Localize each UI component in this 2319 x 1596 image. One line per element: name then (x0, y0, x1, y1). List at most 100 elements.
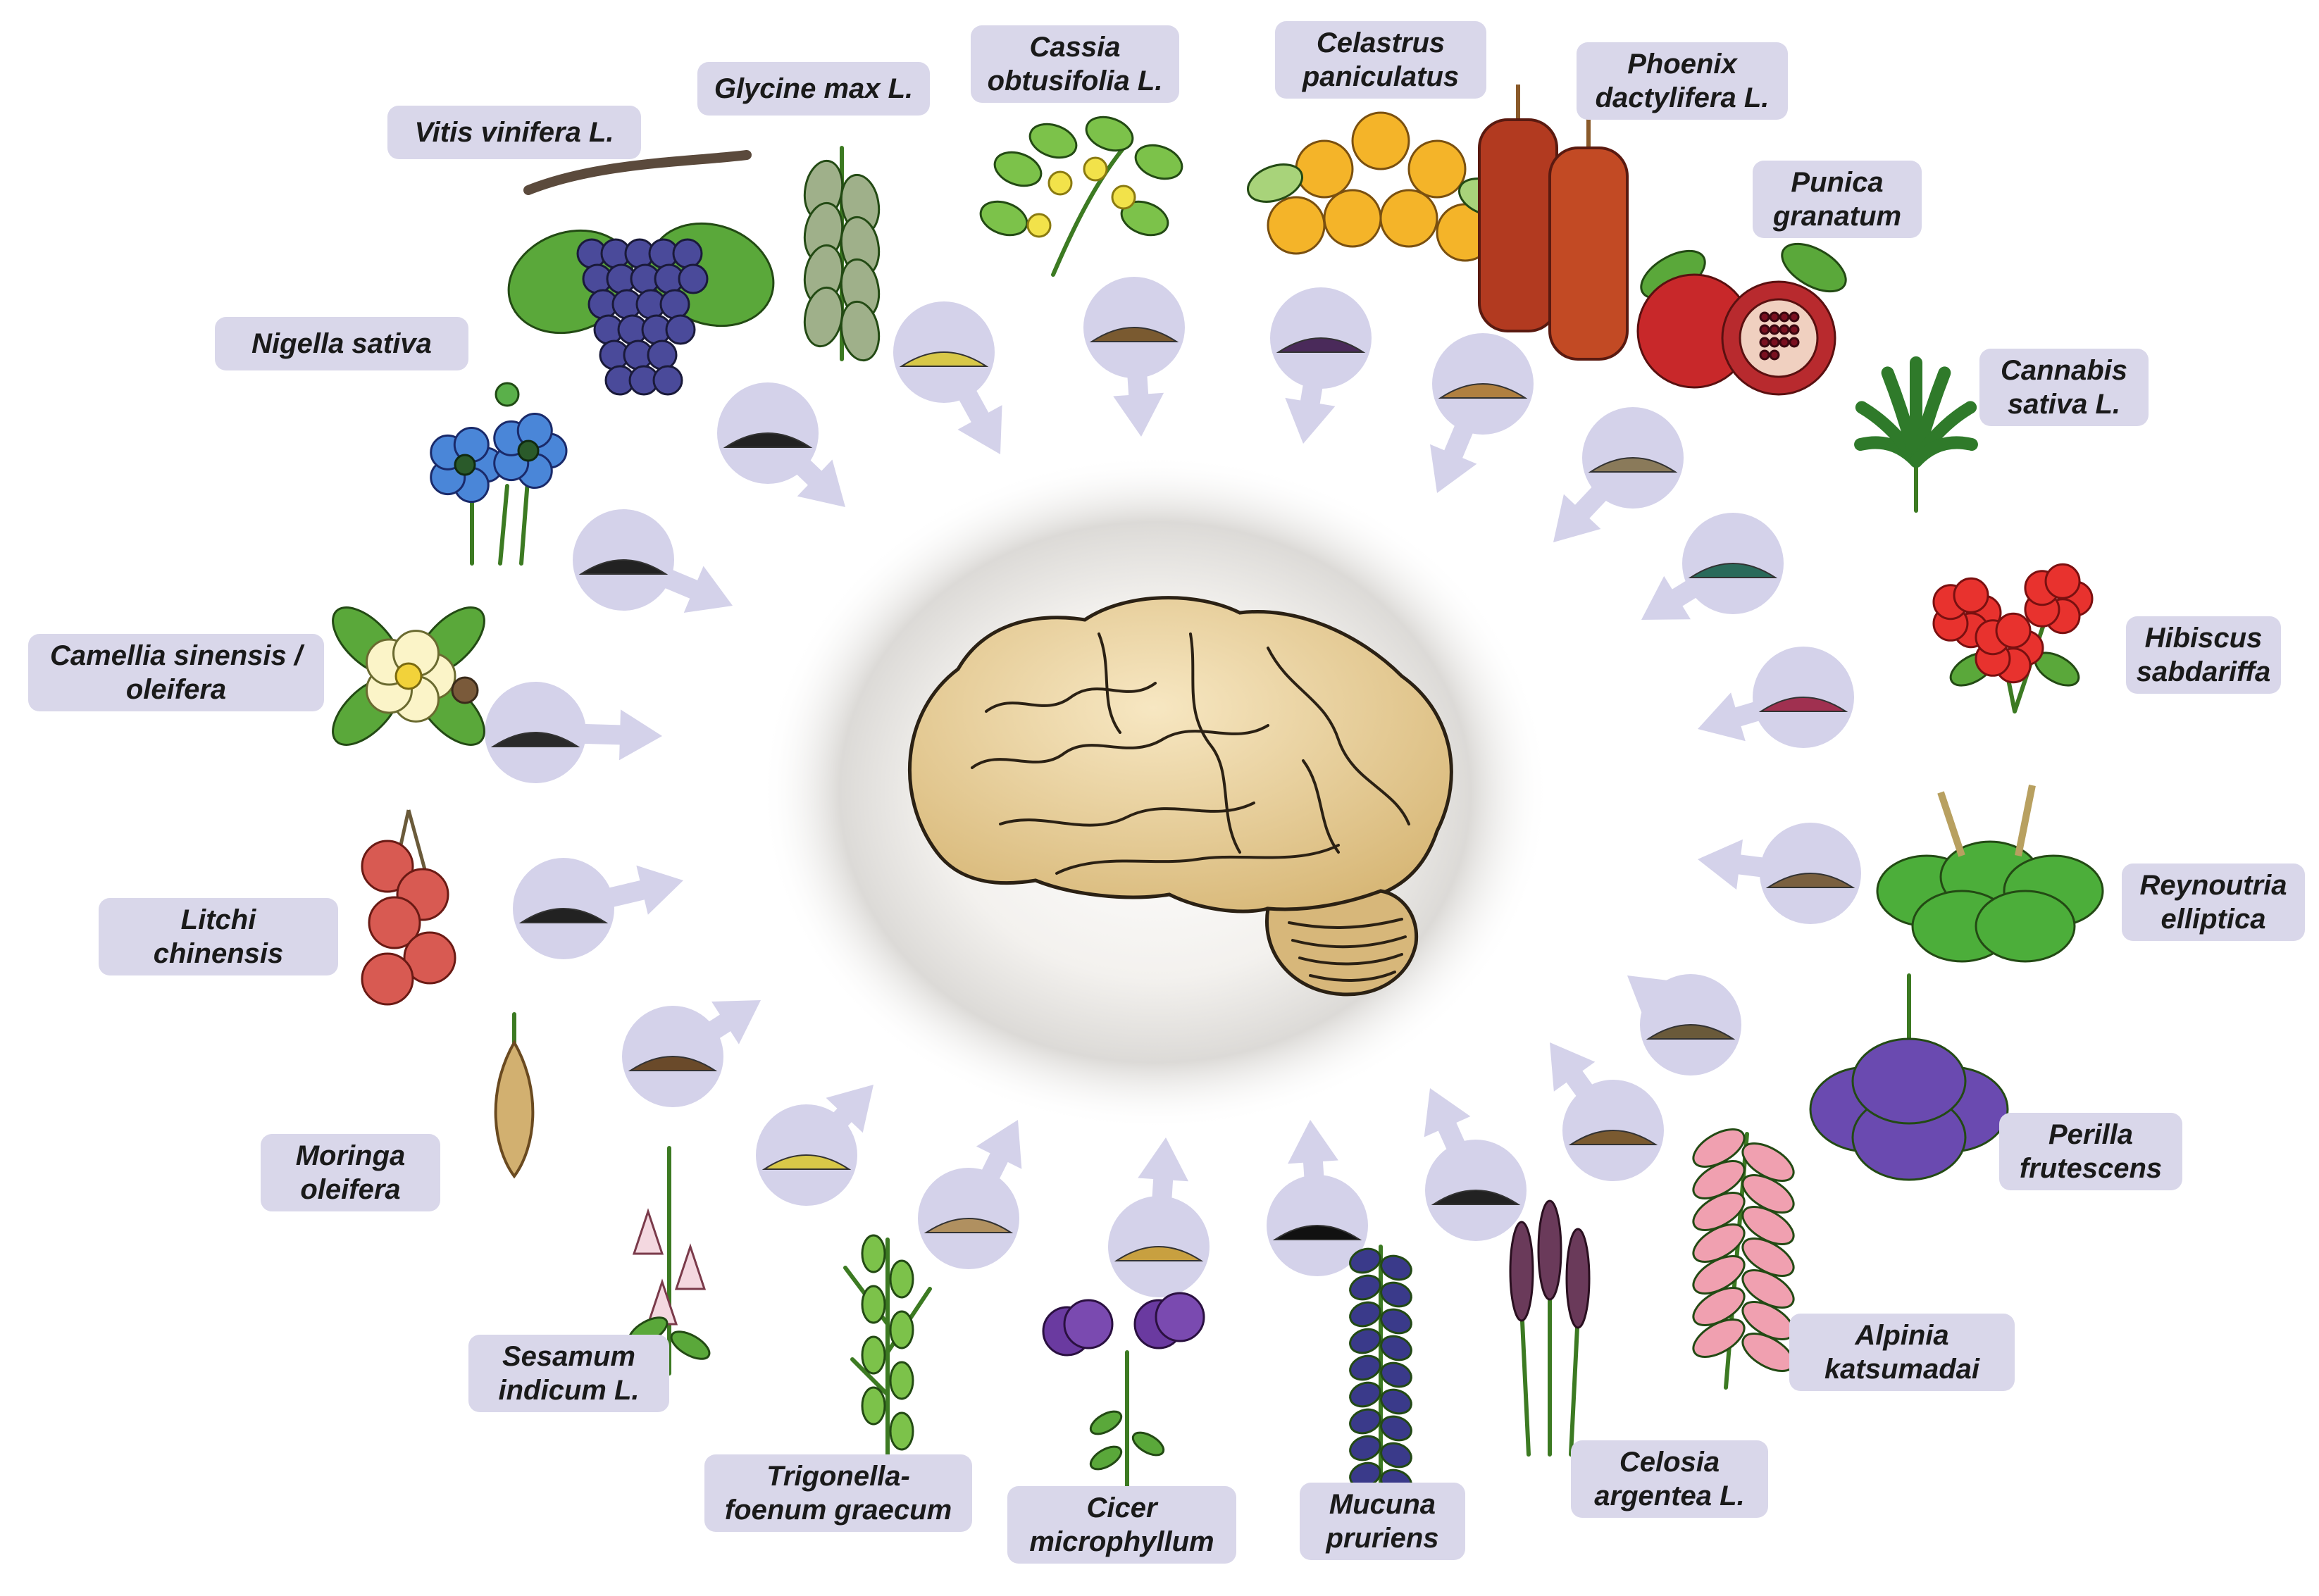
seed-pile-icon-celastrus (1276, 337, 1366, 353)
label-phoenix-line1: Phoenix (1627, 49, 1737, 80)
label-punica-line1: Punica (1791, 167, 1884, 198)
perilla-plant-icon (1809, 973, 2009, 1181)
seed-pile-icon-reynoutria (1765, 873, 1855, 888)
label-camellia-line1: Camellia sinensis / (50, 640, 302, 671)
litchi-fruit-icon (361, 809, 456, 1006)
label-perilla-line1: Perilla (2048, 1119, 2134, 1150)
label-celastrus-line2: paniculatus (1302, 61, 1460, 92)
label-mucuna-line1: Mucuna (1329, 1489, 1436, 1520)
celosia-spike-icon (1509, 1199, 1591, 1457)
label-moringa-line2: oleifera (300, 1174, 401, 1205)
mucuna-flower-icon (1349, 1245, 1412, 1502)
label-cannabis-line2: sativa L. (2007, 389, 2121, 420)
label-cicer-line2: microphyllum (1029, 1526, 1214, 1557)
arrow-cicer (1138, 1137, 1189, 1247)
seed-pile-icon-glycine (899, 351, 989, 367)
label-phoenix-line2: dactylifera L. (1595, 82, 1770, 113)
seed-pile-icon-hibiscus (1758, 697, 1848, 712)
trigonella-plant-icon (843, 1234, 932, 1481)
cannabis-leaf-icon (1854, 356, 1978, 513)
hibiscus-flower-icon (1932, 563, 2094, 713)
label-camellia-line2: oleifera (125, 674, 227, 705)
seed-pile-icon-trigonella (924, 1218, 1014, 1233)
seed-pile-icon-celosia (1431, 1190, 1521, 1205)
label-cassia-line1: Cassia (1029, 32, 1121, 63)
seed-pile-icon-alpinia (1568, 1130, 1658, 1145)
alpinia-flower-icon (1692, 1128, 1795, 1390)
label-trigonella: Trigonella-foenum graecum (704, 1454, 972, 1532)
label-trigonella-line2: foenum graecum (724, 1495, 952, 1526)
label-sesamum-line2: indicum L. (498, 1375, 640, 1406)
cassia-flower-icon (979, 116, 1183, 277)
label-hibiscus-line1: Hibiscus (2144, 623, 2263, 654)
label-moringa-line1: Moringa (295, 1140, 406, 1171)
label-camellia: Camellia sinensis /oleifera (28, 634, 324, 711)
label-glycine: Glycine max L. (697, 62, 930, 116)
seed-pile-icon-cicer (1114, 1246, 1204, 1261)
seed-pile-icon-cannabis (1688, 563, 1778, 578)
seed-pile-icon-cassia (1089, 327, 1179, 342)
camellia-flower-icon (332, 606, 485, 746)
label-vitis-line1: Vitis vinifera L. (414, 117, 614, 148)
label-alpinia-line2: katsumadai (1824, 1354, 1980, 1385)
label-cassia-line2: obtusifolia L. (987, 66, 1163, 96)
moringa-pod-icon (494, 1012, 535, 1179)
label-vitis: Vitis vinifera L. (387, 106, 641, 159)
seed-pile-icon-nigella (578, 559, 669, 575)
seed-pile-icon-sesamum (761, 1154, 852, 1170)
seed-pile-icon-moringa (628, 1056, 718, 1071)
label-hibiscus-line2: sabdariffa (2136, 656, 2271, 687)
date-fruit-icon (1478, 85, 1629, 361)
label-reynoutria-line2: elliptica (2161, 904, 2266, 935)
label-sesamum-line1: Sesamum (502, 1341, 635, 1372)
soybean-pod-icon (803, 146, 881, 362)
label-nigella-line1: Nigella sativa (251, 328, 432, 359)
label-cannabis-line1: Cannabis (2000, 355, 2128, 386)
seed-pile-icon-vitis (723, 432, 813, 448)
celastrus-fruit-icon (1247, 111, 1515, 262)
arrow-mucuna (1288, 1120, 1338, 1226)
seed-pile-icon-litchi (518, 908, 609, 923)
label-alpinia-line1: Alpinia (1855, 1320, 1949, 1351)
label-trigonella-line1: Trigonella- (766, 1461, 910, 1492)
nigella-flower-icon (430, 382, 568, 566)
label-celastrus-line1: Celastrus (1316, 27, 1446, 58)
grape-cluster-icon (507, 150, 775, 396)
label-nigella: Nigella sativa (215, 317, 468, 370)
label-celosia-line1: Celosia (1619, 1447, 1720, 1478)
cicer-flower-icon (1042, 1292, 1205, 1488)
seed-pile-icon-phoenix (1438, 383, 1528, 399)
arrow-cassia (1113, 327, 1164, 437)
pomegranate-icon (1636, 242, 1847, 396)
reynoutria-leaf-icon (1876, 785, 2104, 963)
label-punica-line2: granatum (1772, 201, 1902, 232)
label-perilla-line2: frutescens (2019, 1153, 2163, 1184)
label-litchi-line2: chinensis (153, 938, 284, 969)
seed-pile-icon-mucuna (1272, 1225, 1362, 1240)
brain-icon (907, 596, 1453, 997)
label-mucuna-line2: pruriens (1326, 1523, 1439, 1554)
label-reynoutria-line1: Reynoutria (2139, 870, 2287, 901)
sesame-flower-icon (628, 1146, 711, 1376)
arrow-camellia (535, 709, 662, 761)
label-cicer-line1: Cicer (1086, 1492, 1157, 1523)
seed-pile-icon-punica (1588, 457, 1678, 473)
label-celosia-line2: argentea L. (1594, 1480, 1745, 1511)
label-glycine-line1: Glycine max L. (714, 73, 914, 104)
label-litchi-line1: Litchi (180, 904, 256, 935)
seed-pile-icon-camellia (490, 732, 580, 747)
